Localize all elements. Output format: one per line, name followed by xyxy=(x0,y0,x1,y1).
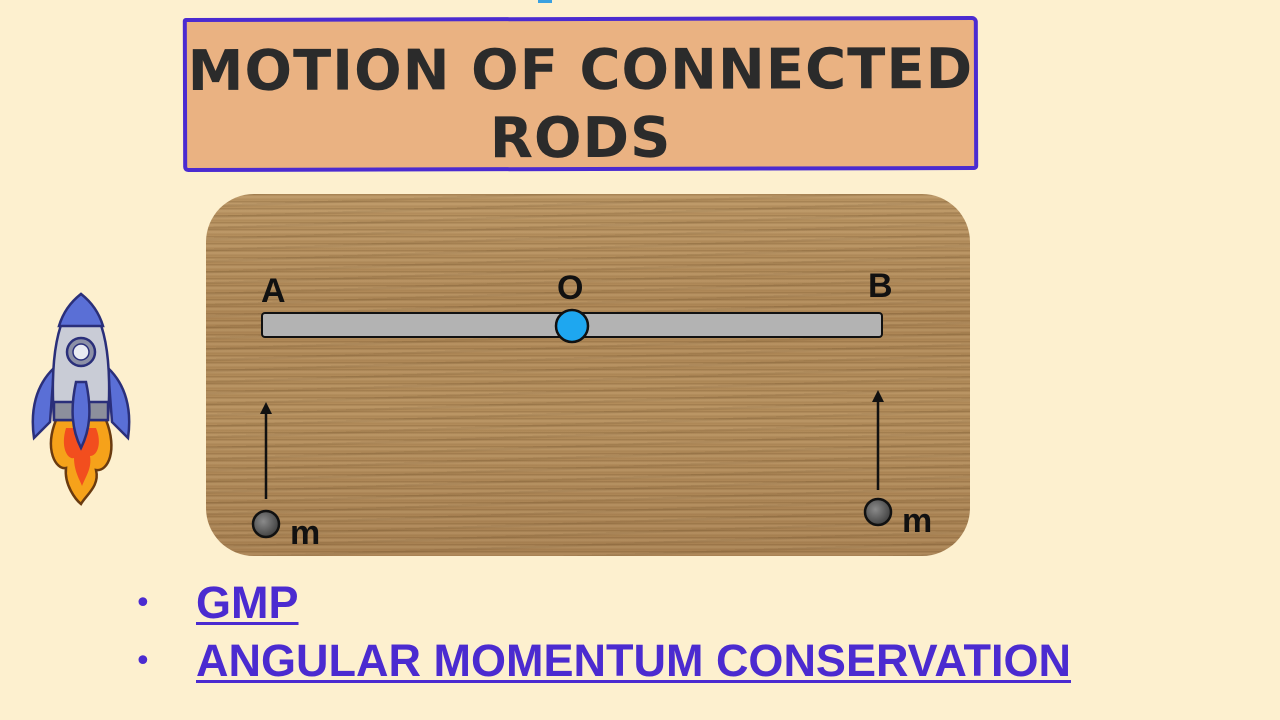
pivot-point xyxy=(554,308,590,344)
rocket-icon xyxy=(26,290,136,510)
arrowhead-left xyxy=(260,402,272,414)
list-item: • ANGULAR MOMENTUM CONSERVATION xyxy=(130,632,1230,690)
bullet-marker: • xyxy=(134,643,152,679)
wood-board: A O B m m xyxy=(206,194,970,556)
title-line-2: RODS xyxy=(489,105,672,172)
bullet-text-angular-momentum: ANGULAR MOMENTUM CONSERVATION xyxy=(196,635,1071,686)
title-line-1: MOTION OF CONNECTED xyxy=(187,36,974,105)
arrowhead-right xyxy=(872,390,884,402)
mass-right xyxy=(863,497,893,527)
point-label-a: A xyxy=(261,272,286,310)
rod-diagram: A O B m m xyxy=(251,267,932,552)
list-item: • GMP xyxy=(130,574,1230,632)
title-banner: MOTION OF CONNECTED RODS xyxy=(182,15,979,174)
mass-left xyxy=(251,509,281,539)
bullet-marker: • xyxy=(134,585,152,621)
page-title: MOTION OF CONNECTED RODS xyxy=(187,36,974,174)
mass-label-right: m xyxy=(902,502,932,540)
mass-label-left: m xyxy=(290,514,320,552)
point-label-o: O xyxy=(557,269,583,307)
point-label-b: B xyxy=(868,267,893,305)
top-edge-marker xyxy=(538,0,552,3)
bullet-list: • GMP • ANGULAR MOMENTUM CONSERVATION xyxy=(130,574,1230,690)
bullet-text-gmp: GMP xyxy=(196,577,299,628)
